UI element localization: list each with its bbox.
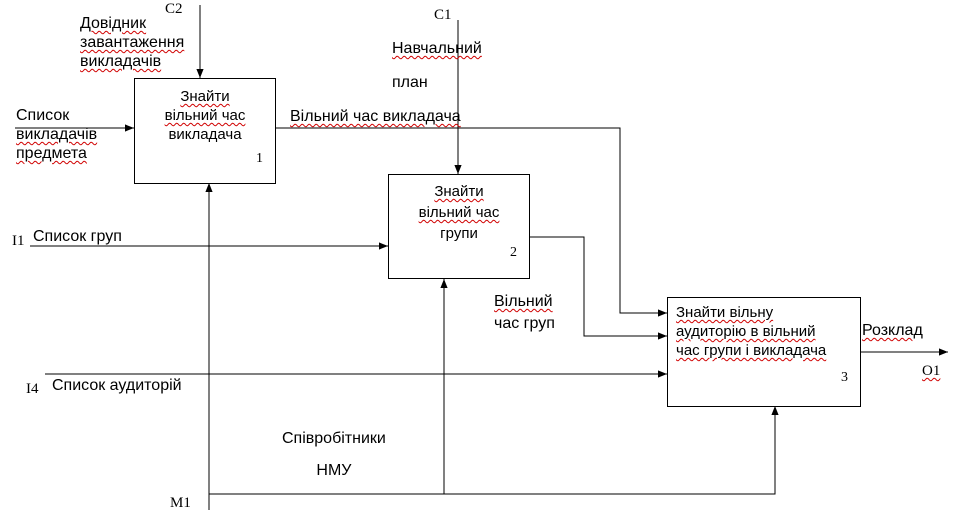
- title-line: Знайти: [434, 183, 484, 200]
- code-i4: I4: [26, 381, 39, 397]
- arrow-teacher-free-time: [276, 127, 667, 317]
- label-line: Співробітники: [282, 430, 386, 447]
- activity-box-2-number: 2: [510, 245, 517, 260]
- title-line: вільний час: [164, 107, 246, 124]
- title-line: Знайти: [180, 88, 230, 105]
- label-staff: Співробітники НМУ: [282, 423, 386, 487]
- title-line: вільний час: [418, 204, 500, 221]
- activity-box-3[interactable]: Знайти вільну аудиторію в вільний час гр…: [667, 297, 861, 407]
- activity-box-1[interactable]: Знайти вільний час викладача 1: [134, 78, 276, 184]
- label-line: предмета: [16, 145, 87, 162]
- code-m1: M1: [170, 495, 191, 511]
- activity-box-1-number: 1: [256, 151, 263, 166]
- activity-box-3-number: 3: [841, 370, 848, 385]
- code-c2: C2: [165, 1, 183, 17]
- label-teacher-load-reference: Довідник завантаження викладачів: [80, 14, 184, 71]
- label-groups-list: Список груп: [33, 227, 122, 246]
- code-o1: O1: [922, 363, 941, 379]
- label-line: Список груп: [33, 228, 122, 245]
- label-schedule: Розклад: [862, 322, 923, 339]
- label-line: НМУ: [316, 462, 352, 479]
- title-line: Знайти вільну: [676, 304, 774, 321]
- label-line: Навчальний: [392, 40, 482, 57]
- code-c1: C1: [434, 7, 452, 23]
- label-teacher-free-time: Вільний час викладача: [290, 108, 461, 125]
- label-line: Список: [16, 107, 70, 124]
- label-line: Довідник: [80, 15, 147, 32]
- label-group-free-time: Вільний час груп: [494, 291, 555, 335]
- arrow-group-free-time: [530, 236, 667, 340]
- title-line: групи: [440, 225, 478, 242]
- activity-box-2-title: Знайти вільний час групи: [389, 181, 529, 244]
- activity-box-1-title: Знайти вільний час викладача: [135, 87, 275, 144]
- label-line: план: [392, 74, 428, 91]
- code-i1: I1: [12, 233, 25, 249]
- label-line: Список аудиторій: [52, 377, 182, 394]
- label-line: час груп: [494, 315, 555, 332]
- label-line: завантаження: [80, 34, 185, 51]
- arrow-m1-mechanism-box3: [209, 406, 779, 495]
- title-line: викладача: [168, 126, 242, 143]
- label-teachers-list: Список викладачів предмета: [16, 106, 97, 163]
- label-line: викладачів: [16, 126, 98, 143]
- activity-box-3-title: Знайти вільну аудиторію в вільний час гр…: [676, 303, 860, 360]
- activity-box-2[interactable]: Знайти вільний час групи 2: [388, 174, 530, 279]
- label-line: Вільний: [494, 293, 553, 310]
- title-line: час групи і викладача: [676, 342, 827, 359]
- label-study-plan: Навчальний план: [392, 32, 482, 100]
- title-line: аудиторію в вільний: [676, 323, 816, 340]
- label-line: викладачів: [80, 53, 162, 70]
- label-rooms-list: Список аудиторій: [52, 376, 182, 395]
